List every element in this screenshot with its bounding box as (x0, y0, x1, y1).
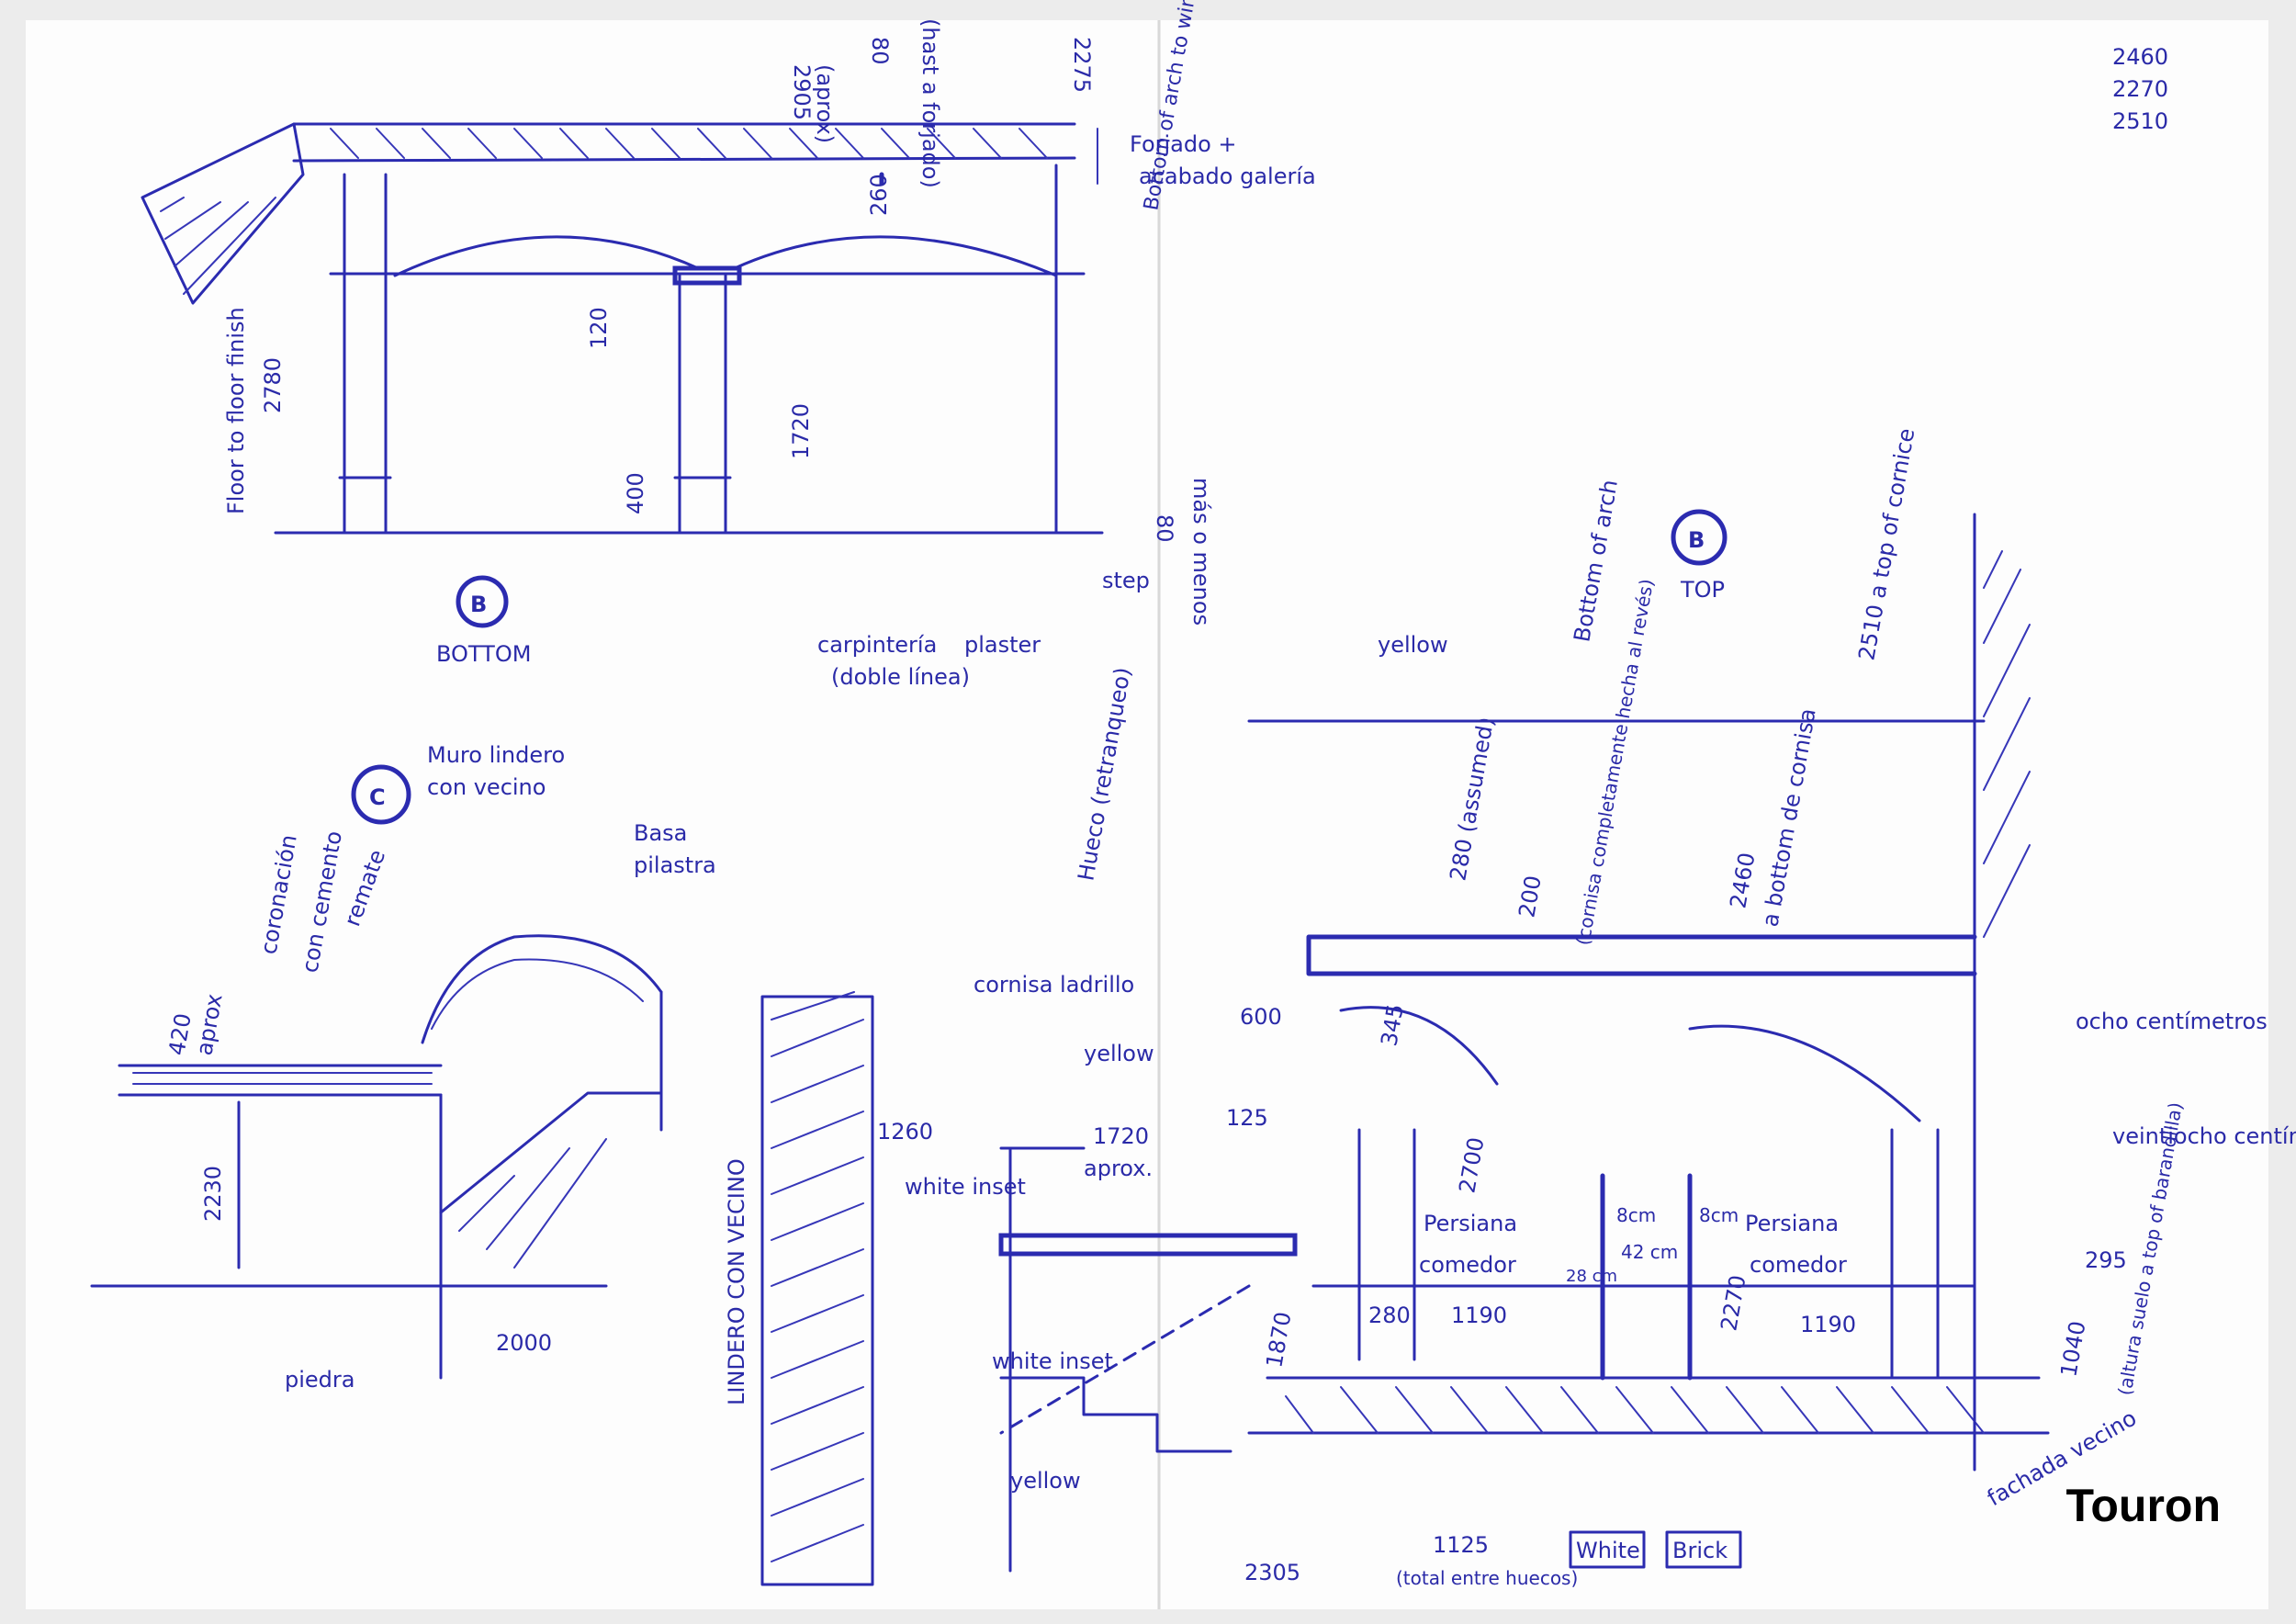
label-total-entre: (total entre huecos) (1396, 1567, 1578, 1589)
section-c (90, 934, 663, 1380)
dim-1190-b: 1190 (1800, 1312, 1856, 1337)
dim-1190-a: 1190 (1451, 1303, 1507, 1328)
label-brick-box: Brick (1672, 1538, 1728, 1563)
section-b-top (760, 513, 2050, 1586)
dim-1720: 1720 (1093, 1123, 1149, 1149)
label-step: step (1102, 568, 1150, 593)
dim-600: 600 (1240, 1004, 1282, 1030)
dim-1260: 1260 (877, 1119, 933, 1145)
dim-280: 280 (1368, 1303, 1411, 1328)
label-cornisa-ladrillo: cornisa ladrillo (974, 972, 1134, 998)
circle-b-top: B (1688, 527, 1705, 553)
label-doble-linea: (doble línea) (831, 664, 970, 690)
brand-logo: Touron (2065, 1480, 2221, 1531)
dim-260: 260 (866, 174, 892, 216)
dim-42cm: 42 cm (1621, 1241, 1678, 1263)
dim-1720-top: 1720 (788, 403, 814, 459)
label-white-inset-1: white inset (905, 1174, 1026, 1200)
dim-120: 120 (586, 307, 612, 349)
circle-c: C (369, 784, 386, 810)
dim-400: 400 (623, 472, 648, 514)
label-top-right-3: 2510 (2112, 108, 2168, 134)
dim-2000: 2000 (496, 1330, 552, 1356)
dim-8cm-1: 8cm (1616, 1204, 1656, 1226)
dim-80-step: 80 (1152, 514, 1177, 543)
label-carpinteria: carpintería (817, 632, 937, 658)
dim-28cm: 28 cm (1566, 1267, 1617, 1286)
label-top: TOP (1680, 577, 1725, 603)
label-ocho: ocho centímetros (2076, 1009, 2268, 1034)
dim-80: 80 (867, 37, 893, 65)
label-aprox: aprox. (1084, 1156, 1153, 1181)
dim-125: 125 (1226, 1105, 1268, 1131)
section-b-bottom (141, 122, 1104, 535)
label-comedor-1: comedor (1419, 1252, 1516, 1278)
dim-2905: 2905 (789, 64, 815, 120)
label-mas-menos: más o menos (1188, 478, 1214, 626)
dim-2230: 2230 (200, 1166, 226, 1222)
dim-1125: 1125 (1433, 1532, 1489, 1558)
dim-2305: 2305 (1244, 1560, 1300, 1585)
label-floor-to-floor: Floor to floor finish (223, 307, 249, 514)
dim-80-note: (hast a forjado) (917, 18, 943, 188)
label-muro-lindero: Muro lindero (427, 742, 565, 768)
circle-b-bottom: B (470, 592, 487, 617)
label-acabado: acabado galería (1139, 164, 1316, 189)
dim-8cm-2: 8cm (1699, 1204, 1739, 1226)
label-yellow-2: yellow (1084, 1041, 1154, 1066)
label-persiana-1: Persiana (1424, 1211, 1517, 1236)
dim-295: 295 (2085, 1247, 2127, 1273)
label-yellow-1: yellow (1378, 632, 1448, 658)
label-yellow-3: yellow (1010, 1468, 1081, 1494)
label-basa: Basa (634, 820, 687, 846)
label-pilastra: pilastra (634, 852, 716, 878)
label-piedra: piedra (285, 1367, 355, 1393)
label-plaster: plaster (964, 632, 1041, 658)
dim-2780: 2780 (260, 357, 286, 413)
label-persiana-2: Persiana (1745, 1211, 1839, 1236)
label-comedor-2: comedor (1750, 1252, 1847, 1278)
dim-2905-aprox: (aprox) (812, 64, 838, 143)
label-bottom: BOTTOM (436, 641, 531, 667)
label-white-inset-2: white inset (992, 1348, 1113, 1374)
label-top-right-2: 2270 (2112, 76, 2168, 102)
label-con-vecino: con vecino (427, 774, 546, 800)
label-top-right-1: 2460 (2112, 44, 2168, 70)
label-forjado: Forjado + (1130, 131, 1237, 157)
dim-2275: 2275 (1069, 37, 1095, 93)
label-white-box: White (1576, 1538, 1640, 1563)
label-lindero: LINDERO CON VECINO (724, 1158, 749, 1405)
label-veintiocho: veintiocho centímetros (2112, 1123, 2296, 1149)
